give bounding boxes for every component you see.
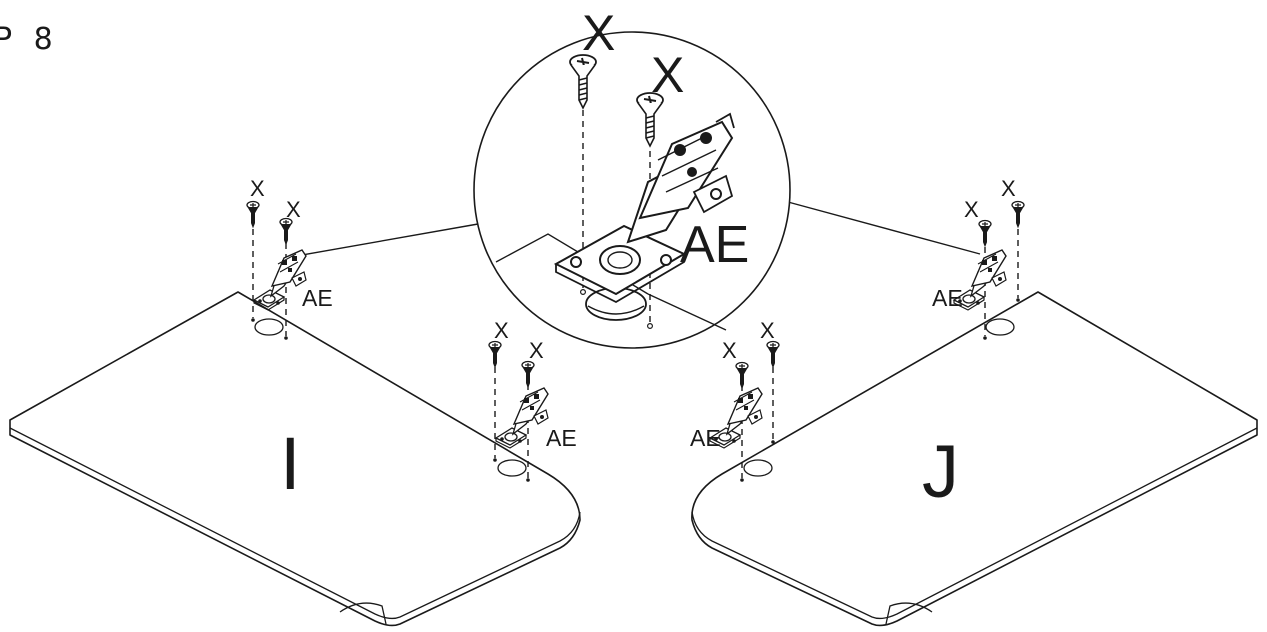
detail-callout: X X AE	[284, 5, 981, 349]
screw-label: X	[964, 197, 979, 222]
countersunk-screw-icon	[488, 340, 502, 368]
countersunk-screw-icon	[766, 340, 780, 368]
cup-hinge-icon	[495, 387, 549, 449]
hinge-label: AE	[690, 425, 721, 451]
screw-label: X	[494, 318, 509, 343]
hinge-group-left-top: X X AE	[246, 176, 333, 340]
countersunk-screw-icon	[1011, 200, 1025, 228]
screw-label: X	[582, 5, 615, 61]
screw-label: X	[1001, 176, 1016, 201]
countersunk-screw-icon	[279, 217, 293, 245]
step-label: P 8	[0, 22, 59, 57]
screw-label: X	[529, 338, 544, 363]
countersunk-screw-icon	[521, 360, 535, 388]
hinge-group-right-bottom: X X AE	[690, 318, 780, 482]
cup-hinge-icon	[253, 249, 307, 311]
panel-label-j: J	[922, 430, 959, 513]
door-panel-left	[9, 291, 581, 627]
hinge-group-left-bottom: X X AE	[488, 318, 577, 482]
screw-label: X	[760, 318, 775, 343]
screw-label: X	[722, 338, 737, 363]
screw-label: X	[286, 197, 301, 222]
countersunk-screw-icon	[735, 361, 749, 389]
door-panel-right	[691, 291, 1258, 627]
hinge-group-right-top: X X AE	[932, 176, 1025, 340]
hinge-label: AE	[302, 285, 333, 311]
hinge-label: AE	[546, 425, 577, 451]
panel-label-i: I	[280, 422, 301, 505]
countersunk-screw-icon	[978, 219, 992, 247]
screw-label: X	[250, 176, 265, 201]
hinge-label: AE	[680, 216, 749, 274]
hinge-label: AE	[932, 285, 963, 311]
screw-label: X	[651, 47, 684, 103]
countersunk-screw-icon	[246, 200, 260, 228]
